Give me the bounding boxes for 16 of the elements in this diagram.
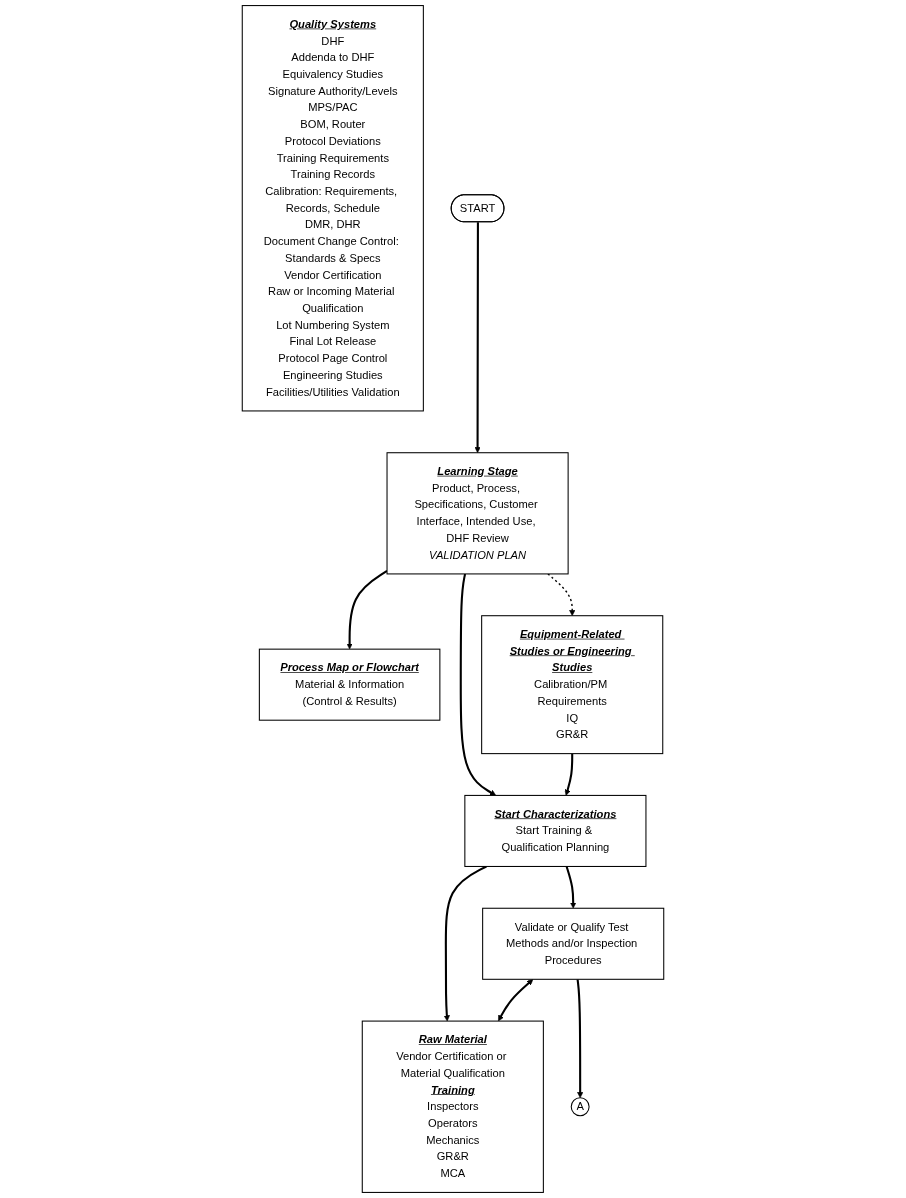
arrow xyxy=(565,866,577,909)
node-box: Process Map or Flowchart Material & Information (Control & Results) xyxy=(258,648,441,721)
arrow xyxy=(346,570,388,650)
node-box: Equipment-Related Studies or Engineering Studies Calibration/PM Requirements IQ GR&R xyxy=(481,615,664,755)
arrow xyxy=(474,222,481,453)
node-box: Quality Systems DHF Addenda to DHF Equivalency Studies Signature Authority/Levels MPS/PAC BOM, Router Protocol Deviations Training Requirements Training Records Calibration: Requirements, Records, Schedule DMR, DHR Document Change Control: Standards & Specs Vendor Certification Raw or Incoming Material Qualification Lot Numbering System Final Lot Release Protocol Page Control Engineering Studies Facilities/Utilities Validation xyxy=(241,5,424,412)
node-box: Validate or Qualify Test Methods and/or Inspection Procedures xyxy=(482,907,665,980)
node-box: Raw Material Vendor Certification or Material Qualification Training Inspectors Operators Mechanics GR&R MCA xyxy=(361,1020,544,1193)
arrow xyxy=(564,753,574,796)
arrow xyxy=(576,979,584,1099)
node-circle: A xyxy=(570,1097,590,1117)
arrow xyxy=(498,979,534,1022)
node-box: Learning Stage Product, Process, Specifications, Customer Interface, Intended Use, DHF Review VALIDATION PLAN xyxy=(386,452,569,575)
node-box: Start Characterizations Start Training & Qualification Planning xyxy=(464,794,647,867)
arrow xyxy=(459,573,497,796)
arrow xyxy=(443,865,487,1022)
